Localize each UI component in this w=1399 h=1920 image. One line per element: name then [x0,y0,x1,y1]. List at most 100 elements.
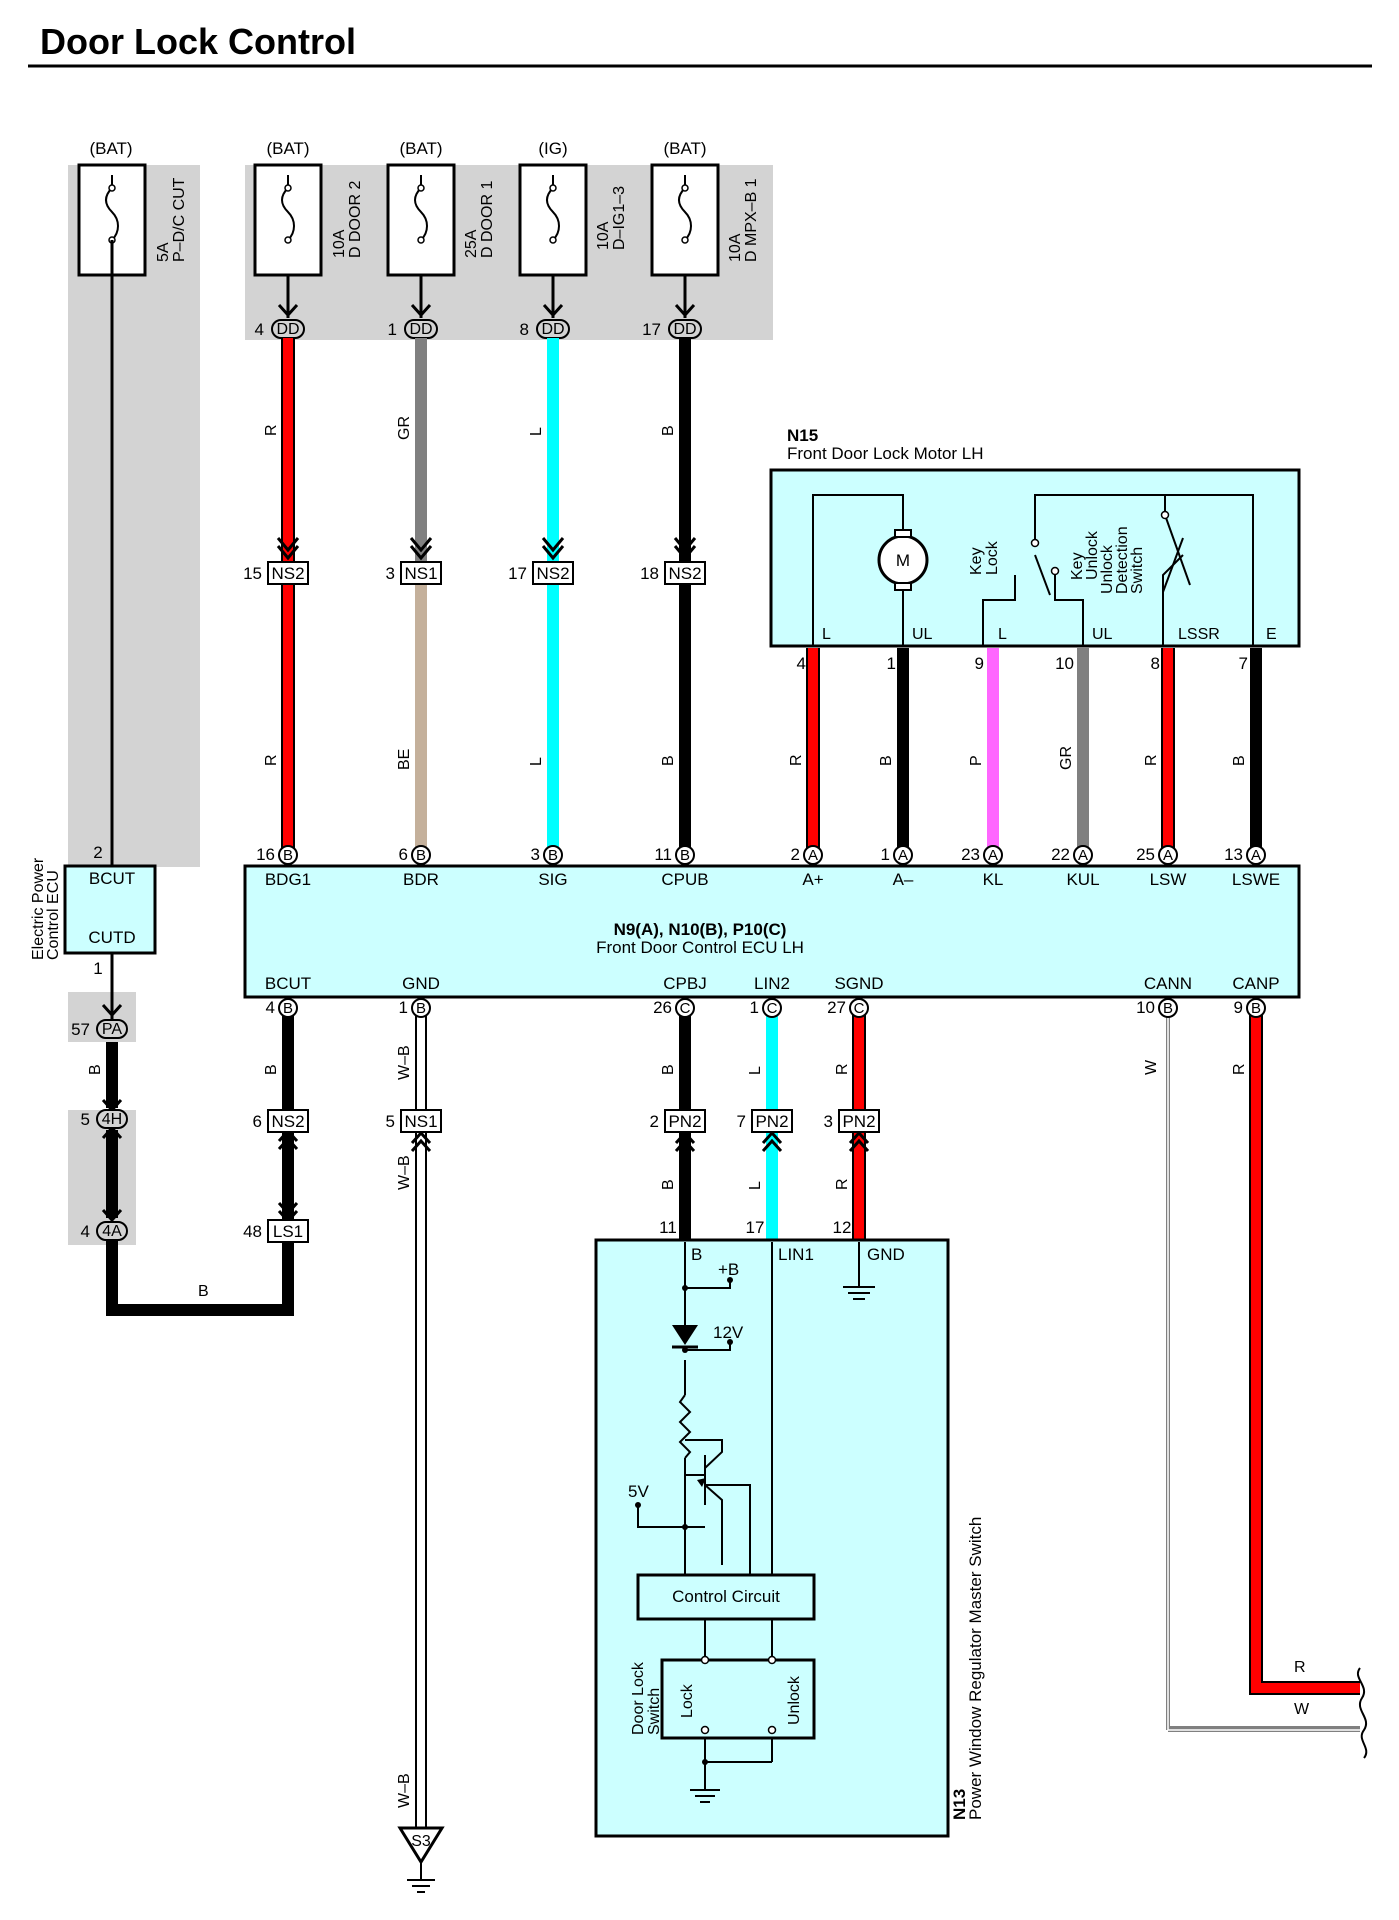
svg-text:NS2: NS2 [271,564,304,583]
svg-text:LSSR: LSSR [1178,626,1220,643]
svg-text:LS1: LS1 [273,1222,303,1241]
svg-text:48: 48 [243,1222,262,1241]
wire-epc-bcut: B B [87,953,294,1316]
svg-text:R: R [1231,1063,1248,1075]
svg-text:B: B [660,755,677,766]
svg-text:1: 1 [399,998,408,1017]
svg-text:15: 15 [243,564,262,583]
fuse-to-dd-links [277,275,696,318]
svg-text:1: 1 [388,320,397,339]
fuse-source: (BAT) [89,139,132,158]
svg-text:W–B: W–B [396,1045,413,1080]
motor-id: N15 [787,426,818,445]
dd-connector-mpx: DD 17 [642,319,702,339]
connector-pn2-2: PN2 2 [650,1109,706,1133]
svg-text:A: A [1163,847,1173,864]
svg-text:C: C [854,1000,865,1017]
svg-text:SGND: SGND [834,974,883,993]
svg-text:3: 3 [531,845,540,864]
pin-kl: A 23 KL [961,845,1003,889]
svg-text:PN2: PN2 [842,1112,875,1131]
svg-text:17: 17 [746,1218,765,1237]
svg-text:L: L [528,757,545,766]
fuse-name: D DOOR 2 [347,181,364,258]
ecu-name: Front Door Control ECU LH [596,938,804,957]
pin-cann: B 10 CANN [1136,974,1192,1018]
junction-4h: 4H 5 [81,1109,128,1129]
fuse-name: D DOOR 1 [479,181,496,258]
svg-text:Unlock: Unlock [786,1675,803,1725]
svg-text:4A: 4A [102,1223,122,1240]
svg-text:Lock: Lock [679,1683,696,1718]
svg-text:B: B [263,1064,280,1075]
fuse-source: (BAT) [266,139,309,158]
svg-text:UL: UL [912,626,933,643]
svg-text:A–: A– [893,870,914,889]
svg-text:Control ECU: Control ECU [45,870,62,960]
svg-text:GR: GR [396,416,413,440]
svg-text:L: L [822,626,831,643]
pin-sgnd: C 27 SGND [827,974,884,1018]
pin-lin2: C 1 LIN2 [750,974,790,1018]
svg-text:E: E [1266,626,1277,643]
svg-text:B: B [878,755,895,766]
svg-text:23: 23 [961,845,980,864]
svg-text:PN2: PN2 [755,1112,788,1131]
svg-text:DD: DD [276,321,299,338]
svg-text:A: A [898,847,908,864]
svg-text:B: B [548,847,558,864]
svg-text:A: A [988,847,998,864]
svg-text:4H: 4H [102,1111,122,1128]
svg-text:L: L [747,1181,764,1190]
svg-text:CUTD: CUTD [88,928,135,947]
pin-bdr: B 6 BDR [399,845,439,889]
svg-text:5V: 5V [628,1482,649,1501]
svg-text:3: 3 [824,1112,833,1131]
svg-text:A: A [808,847,818,864]
svg-text:NS1: NS1 [404,1112,437,1131]
fuse-name: D MPX–B 1 [743,178,760,262]
master-switch: 11 17 12 B LIN1 GND N13 Power Window Reg… [594,1218,985,1838]
svg-text:C: C [680,1000,691,1017]
svg-text:17: 17 [642,320,661,339]
ground-point-s3: S3 [397,1826,445,1893]
svg-text:2: 2 [791,845,800,864]
svg-text:KL: KL [983,870,1004,889]
connector-ns2-15: NS2 15 [243,561,309,585]
pin-gnd: B 1 GND [399,974,440,1018]
wire-lin: L L [747,1008,783,1240]
svg-text:6: 6 [253,1112,262,1131]
svg-text:W: W [1294,1701,1310,1718]
svg-text:PN2: PN2 [668,1112,701,1131]
pin-bcut: B 4 BCUT [265,974,311,1018]
svg-text:B: B [1251,1000,1261,1017]
svg-text:4: 4 [797,654,806,673]
svg-text:10: 10 [1136,998,1155,1017]
svg-text:12V: 12V [713,1323,744,1342]
svg-text:CANP: CANP [1232,974,1279,993]
svg-text:R: R [834,1178,851,1190]
svg-text:Power Window Regulator Master: Power Window Regulator Master Switch [966,1517,985,1820]
svg-text:B: B [660,1179,677,1190]
svg-text:16: 16 [256,845,275,864]
fuse-rating: 10A [331,229,348,258]
svg-text:Door Lock: Door Lock [630,1661,647,1735]
svg-text:W–B: W–B [396,1155,413,1190]
svg-text:N13: N13 [950,1789,969,1820]
wire-bdg1: R R [263,338,295,852]
svg-text:DD: DD [541,321,564,338]
svg-text:BE: BE [396,749,413,770]
svg-text:BCUT: BCUT [265,974,311,993]
svg-text:12: 12 [833,1218,852,1237]
svg-text:W: W [1143,1059,1160,1075]
svg-text:Electric Power: Electric Power [30,857,47,960]
front-door-control-ecu: N9(A), N10(B), P10(C) Front Door Control… [243,864,1301,999]
svg-text:A: A [1251,847,1261,864]
svg-text:B: B [691,1245,702,1264]
motor-name: Front Door Lock Motor LH [787,444,984,463]
wire-cpub: B B [660,338,691,852]
svg-text:7: 7 [1239,654,1248,673]
wire-sgnd: R R [834,1008,870,1240]
fuse-d-door-2: (BAT) 10A D DOOR 2 [253,139,364,277]
